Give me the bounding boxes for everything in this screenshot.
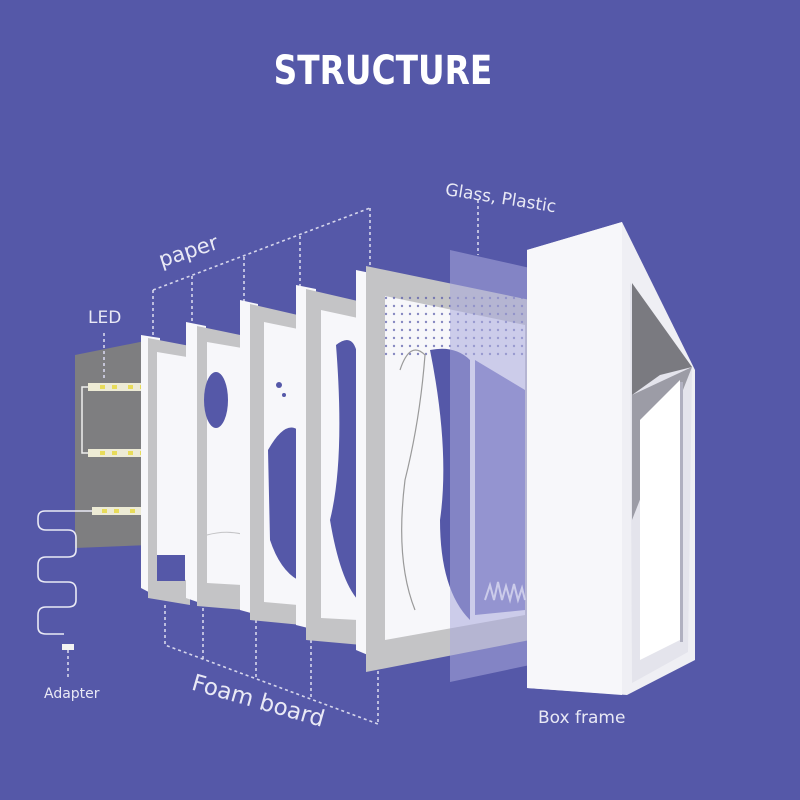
led-board — [75, 340, 150, 548]
box-frame — [527, 222, 695, 695]
diagram-title: STRUCTURE — [273, 48, 493, 94]
adapter-cable-icon — [37, 510, 92, 680]
label-adapter: Adapter — [44, 686, 100, 702]
glass-pane — [450, 200, 530, 682]
label-box-frame: Box frame — [538, 708, 626, 728]
paper-bracket — [152, 207, 371, 335]
layer-3 — [240, 300, 302, 625]
foam-bracket — [164, 605, 379, 725]
layer-2 — [186, 322, 245, 610]
layer-4 — [296, 285, 362, 645]
layer-1 — [141, 335, 190, 605]
label-led: LED — [88, 308, 122, 328]
